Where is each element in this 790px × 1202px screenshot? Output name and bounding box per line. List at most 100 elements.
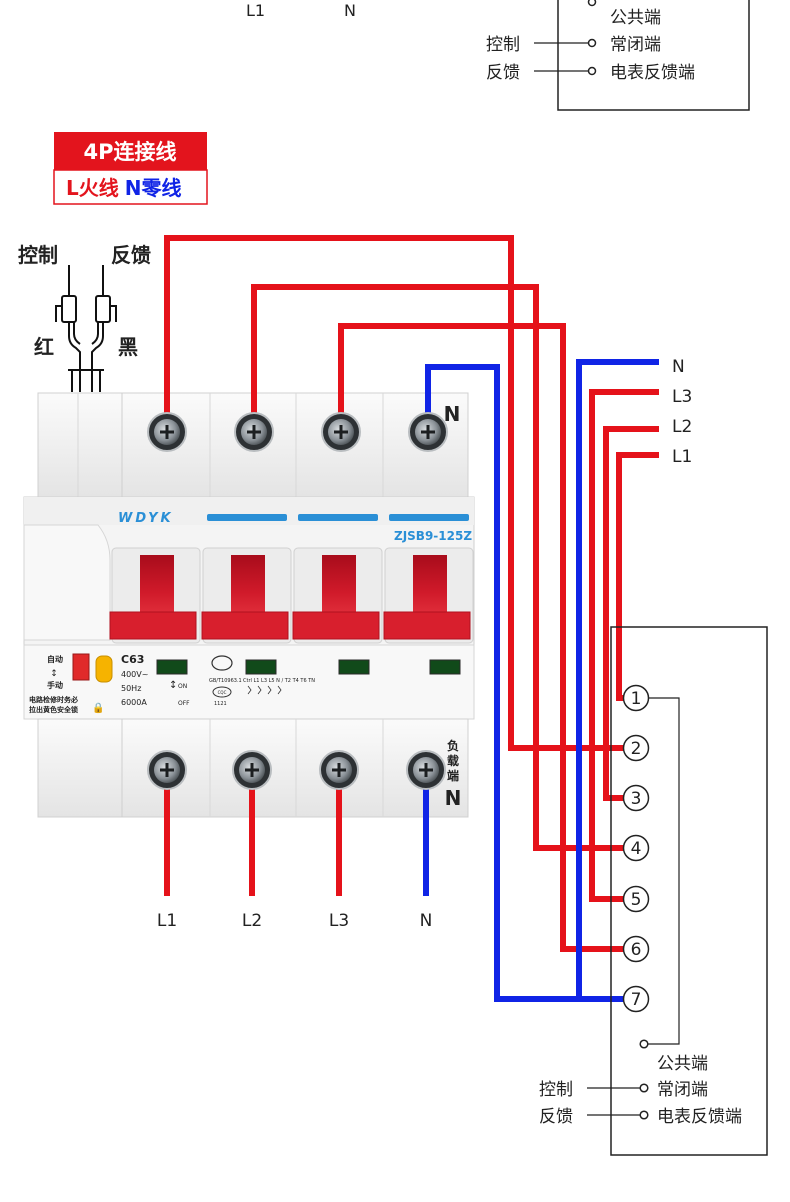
terminal-screw-icon	[321, 412, 361, 452]
plug-red-label: 红	[34, 335, 54, 359]
terminal-5: 5	[622, 885, 650, 913]
control-box-frame	[610, 626, 768, 1156]
supply-label-l1: L1	[672, 447, 692, 467]
terminal-ring	[622, 684, 650, 712]
title-legend-frame	[53, 169, 208, 205]
top-neutral-mark: N	[444, 402, 461, 426]
control-box	[610, 626, 768, 1156]
top-supply-label-l1: L1	[246, 1, 265, 20]
top-control-box	[557, 0, 750, 111]
indicator-window-1	[156, 659, 188, 675]
wire-supply-l3	[589, 389, 659, 902]
terminal-screw-icon	[147, 412, 187, 452]
terminal-screw-icon	[319, 750, 359, 790]
terminal-screw-icon	[408, 412, 448, 452]
rating-frequency: 50Hz	[121, 684, 141, 693]
title-neutral: N零线	[125, 176, 182, 200]
indicator-window-3	[338, 659, 370, 675]
panel-strip-2	[207, 514, 287, 521]
load-labels: L1 L2 L3 N	[157, 911, 433, 931]
plug-black-label: 黑	[118, 335, 138, 359]
panel-strip-3	[298, 514, 378, 521]
top-common-terminal	[587, 0, 597, 7]
terminal-ring	[622, 985, 650, 1013]
output-terminals: 公共端 常闭端 电表反馈端 控制 反馈	[539, 1039, 742, 1127]
terminal-screw-icon	[406, 750, 446, 790]
terminal-1: 1	[622, 684, 650, 712]
top-fragment: L1 N 公共端 常闭端 电表反馈端 控制 反馈	[246, 0, 750, 111]
terminal-4: 4	[622, 834, 650, 862]
terminal-ring	[622, 784, 650, 812]
top-common-label: 公共端	[610, 8, 661, 28]
terminal-number: 3	[631, 789, 642, 809]
standard-code: GB/T10963.1	[209, 678, 242, 684]
terminal-screws	[147, 412, 448, 790]
cert-code: 1121	[214, 701, 227, 707]
load-side-char-1: 负	[447, 738, 459, 753]
rating-capacity: 6000A	[121, 698, 147, 707]
load-label-l3: L3	[329, 911, 349, 931]
top-meter-label: 电表反馈端	[610, 63, 695, 83]
toggle-bar-1	[109, 611, 197, 640]
terminal-number: 2	[631, 739, 642, 759]
top-nc-terminal	[587, 38, 597, 48]
terminal-ring	[622, 834, 650, 862]
wire-terminal-2	[164, 235, 624, 751]
wire-supply-n	[576, 359, 659, 999]
terminal-3: 3	[622, 784, 650, 812]
terminal-2: 2	[622, 734, 650, 762]
auto-manual-switch	[72, 653, 90, 681]
cqc-text: CQC	[218, 690, 227, 695]
on-off-arrow-icon: ↕	[169, 680, 177, 691]
model-number: ZJSB9-125Z	[394, 529, 472, 543]
supply-label-l3: L3	[672, 387, 692, 407]
load-label-n: N	[420, 911, 433, 931]
bottom-neutral-mark: N	[445, 786, 462, 810]
nc-terminal-label: 常闭端	[657, 1080, 708, 1100]
rating-current: C63	[121, 653, 144, 666]
toggle-bar-2	[201, 611, 289, 640]
common-link-wire	[648, 697, 680, 1045]
wire-neutral-in	[425, 364, 624, 1002]
terminal-6: 6	[622, 935, 650, 963]
auto-label: 自动	[47, 654, 63, 664]
bottom-feedback-label: 反馈	[539, 1107, 573, 1127]
meter-feedback-label: 电表反馈端	[657, 1107, 742, 1127]
control-plug: 控制 反馈 红 黑	[18, 243, 151, 392]
load-label-l1: L1	[157, 911, 177, 931]
terminal-screw-icon	[234, 412, 274, 452]
terminal-screw-icon	[232, 750, 272, 790]
rating-voltage: 400V~	[121, 670, 148, 679]
warning-line-1: 电路检修时务必	[29, 695, 78, 704]
numbered-terminals: 1 2 3 4 5 6 7	[622, 684, 650, 1013]
common-terminal-label: 公共端	[657, 1054, 708, 1074]
indicator-window-4	[429, 659, 461, 675]
manual-label: 手动	[47, 680, 63, 690]
safety-lock-knob	[95, 655, 113, 683]
supply-labels: N L3 L2 L1	[672, 357, 692, 467]
terminal-number: 6	[631, 940, 642, 960]
top-supply-label-n: N	[344, 1, 356, 20]
switch-off-label: OFF	[178, 700, 190, 707]
nc-terminal	[639, 1083, 649, 1093]
title-main: 4P连接线	[83, 140, 176, 164]
wire-terminal-6	[338, 323, 624, 952]
meter-feedback-terminal	[639, 1110, 649, 1120]
circuit-symbol-icon	[247, 685, 282, 695]
indicator-window-2	[245, 659, 277, 675]
load-side-char-2: 载	[447, 753, 459, 768]
toggle-bar-3	[292, 611, 380, 640]
wire-supply-l1	[616, 452, 659, 701]
plug-feedback-label: 反馈	[111, 243, 151, 267]
load-side-char-3: 端	[447, 768, 459, 783]
terminal-ring	[622, 734, 650, 762]
plug-control-label: 控制	[18, 243, 58, 267]
terminal-number: 7	[631, 990, 642, 1010]
toggle-bar-4	[383, 611, 471, 640]
title-banner	[54, 132, 207, 170]
terminal-ring	[622, 885, 650, 913]
warning-line-2: 拉出黄色安全锁	[29, 705, 78, 714]
circuit-codes: Ctrl L1 L3 L5 N / T2 T4 T6 TN	[243, 678, 315, 684]
